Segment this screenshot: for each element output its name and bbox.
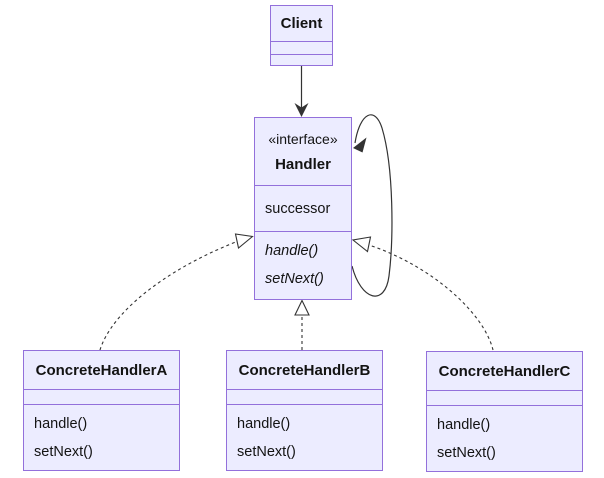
class-concrete-handler-b-name: ConcreteHandlerB [238, 361, 371, 379]
edge-concrete-c-triangle [351, 236, 372, 253]
class-concrete-handler-c: ConcreteHandlerC handle() setNext() [426, 351, 583, 472]
class-concrete-handler-b-method: handle() [237, 416, 291, 432]
edge-concrete-b-triangle [294, 299, 310, 316]
edge-client-to-handler-arrowhead [294, 103, 309, 117]
class-handler-attributes-compartment: successor [255, 185, 351, 231]
class-handler: «interface» Handler successor handle() s… [254, 117, 352, 300]
class-handler-method: setNext() [265, 271, 324, 287]
class-handler-method: handle() [265, 243, 319, 259]
class-concrete-handler-c-methods-compartment: handle() setNext() [427, 405, 582, 471]
class-client-methods-compartment [271, 54, 332, 65]
class-concrete-handler-c-attributes-compartment [427, 390, 582, 405]
class-concrete-handler-b-attributes-compartment [227, 389, 382, 404]
class-handler-attribute: successor [265, 201, 331, 217]
class-concrete-handler-c-name: ConcreteHandlerC [438, 362, 571, 380]
class-concrete-handler-a-title-compartment: ConcreteHandlerA [24, 351, 179, 389]
class-concrete-handler-b-title-compartment: ConcreteHandlerB [227, 351, 382, 389]
class-concrete-handler-a-method: setNext() [34, 444, 93, 460]
class-client-attributes-compartment [271, 41, 332, 54]
class-concrete-handler-a-method: handle() [34, 416, 88, 432]
class-client-title-compartment: Client [271, 6, 332, 41]
class-handler-title-compartment: «interface» Handler [255, 118, 351, 185]
class-handler-stereotype: «interface» [268, 130, 338, 147]
edge-concrete-c-realization [368, 244, 494, 351]
class-concrete-handler-b-method: setNext() [237, 444, 296, 460]
class-concrete-handler-a-methods-compartment: handle() setNext() [24, 404, 179, 470]
class-concrete-handler-c-title-compartment: ConcreteHandlerC [427, 352, 582, 390]
class-concrete-handler-b: ConcreteHandlerB handle() setNext() [226, 350, 383, 471]
edge-handler-self-loop [351, 114, 393, 297]
class-concrete-handler-c-method: handle() [437, 417, 491, 433]
class-concrete-handler-a-attributes-compartment [24, 389, 179, 404]
class-client: Client [270, 5, 333, 66]
edge-concrete-a-triangle [234, 233, 254, 249]
class-concrete-handler-b-methods-compartment: handle() setNext() [227, 404, 382, 470]
class-client-name: Client [280, 15, 323, 32]
class-concrete-handler-c-method: setNext() [437, 445, 496, 461]
class-handler-methods-compartment: handle() setNext() [255, 231, 351, 299]
class-concrete-handler-a-name: ConcreteHandlerA [35, 361, 168, 379]
edge-handler-self-loop-arrowhead [353, 137, 367, 153]
class-handler-name: Handler [275, 155, 331, 173]
class-concrete-handler-a: ConcreteHandlerA handle() setNext() [23, 350, 180, 471]
edge-concrete-a-realization [99, 240, 238, 351]
